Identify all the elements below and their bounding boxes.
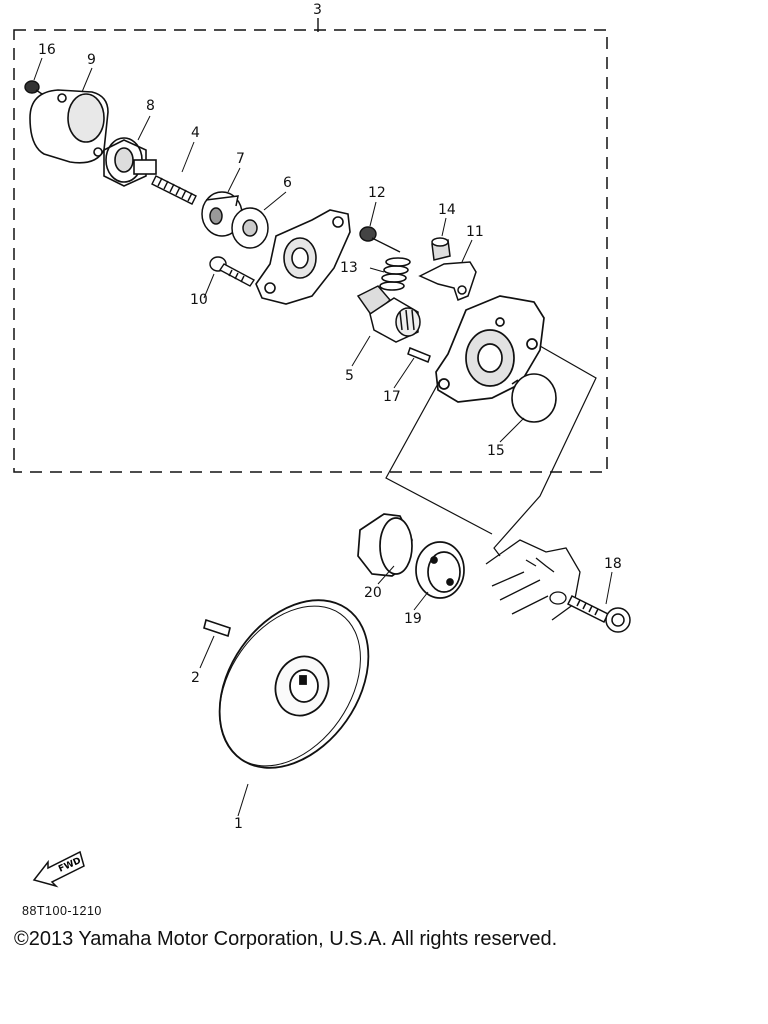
part-5-gear-shaft	[356, 285, 421, 343]
callout-1: 1	[234, 816, 243, 832]
fwd-arrow-icon: FWD	[32, 850, 85, 888]
part-18-bolt	[566, 594, 631, 633]
connection-outline	[385, 345, 597, 557]
part-17-pin	[407, 347, 431, 363]
callout-9: 9	[87, 52, 96, 68]
engine-case-fragment	[485, 539, 581, 621]
callout-7: 7	[236, 151, 245, 167]
callout-8: 8	[146, 98, 155, 114]
copyright-notice: ©2013 Yamaha Motor Corporation, U.S.A. A…	[14, 928, 558, 950]
callout-2: 2	[191, 670, 200, 686]
callout-14: 14	[438, 202, 456, 218]
part-12-bolt	[359, 226, 401, 253]
callout-13: 13	[340, 260, 358, 276]
callout-19: 19	[404, 611, 422, 627]
part-13-spring	[379, 257, 411, 291]
part-6-washer	[231, 207, 269, 249]
callout-11: 11	[466, 224, 484, 240]
callout-10: 10	[190, 292, 208, 308]
part-1-sheave	[218, 599, 370, 769]
callout-12: 12	[368, 185, 386, 201]
part-11-lever	[418, 261, 477, 301]
part-2-key	[203, 618, 231, 638]
part-15-plug	[511, 373, 557, 423]
callout-17: 17	[383, 389, 401, 405]
callout-3: 3	[313, 2, 322, 18]
callout-6: 6	[283, 175, 292, 191]
callout-18: 18	[604, 556, 622, 572]
callout-20: 20	[364, 585, 382, 601]
callout-15: 15	[487, 443, 505, 459]
part-9-cover	[29, 89, 109, 164]
part-4-worm-shaft	[151, 175, 197, 205]
housing-plate	[255, 209, 351, 305]
part-10-bolt	[209, 256, 256, 287]
part-20-seal	[357, 513, 413, 577]
callout-4: 4	[191, 125, 200, 141]
callout-16: 16	[38, 42, 56, 58]
part-14-cap	[431, 237, 451, 261]
rear-housing	[435, 295, 545, 403]
drawing-id: 88T100-1210	[22, 904, 102, 918]
part-19-bearing	[415, 541, 465, 599]
part-8-bushing	[103, 137, 157, 187]
callout-5: 5	[345, 368, 354, 384]
